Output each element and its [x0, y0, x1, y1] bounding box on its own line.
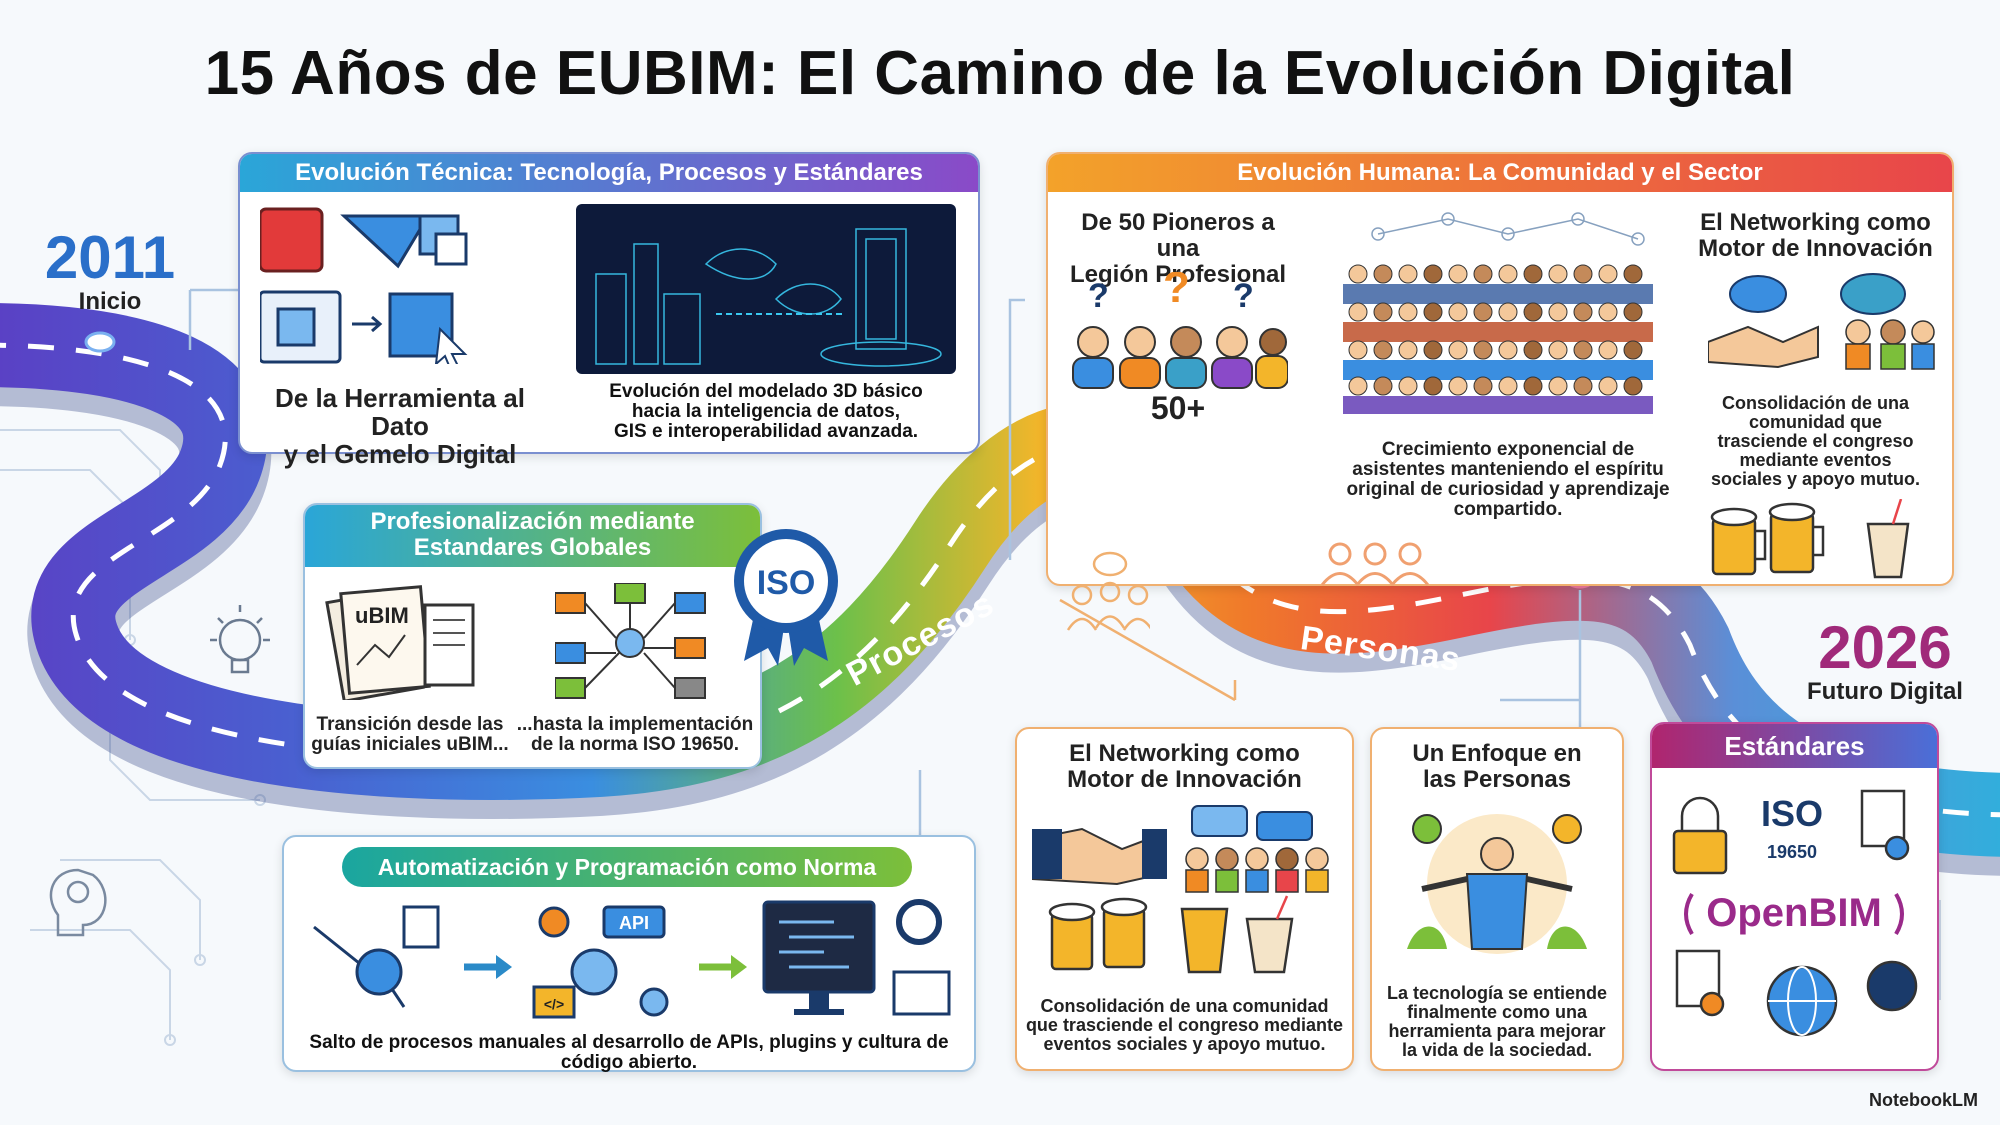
- handshake-chat-icon: [1708, 273, 1935, 370]
- ubim-documents-icon: uBIM: [325, 585, 475, 700]
- estandares-card: Estándares ISO 19650 OpenBIM: [1650, 722, 1939, 1071]
- page-title: 15 Años de EUBIM: El Camino de la Evoluc…: [204, 39, 1796, 108]
- notebooklm-watermark: NotebookLM: [1869, 1090, 1978, 1110]
- people-outline-icon: [1320, 542, 1430, 586]
- process-network-icon: [555, 583, 706, 699]
- svg-text:API: API: [619, 913, 649, 933]
- svg-text:</>: </>: [544, 996, 564, 1012]
- svg-text:?: ?: [1163, 272, 1190, 312]
- svg-text:?: ?: [1088, 277, 1109, 315]
- svg-text:?: ?: [1233, 277, 1254, 315]
- estandares-header: Estándares: [1652, 724, 1937, 768]
- person-wellbeing-icon: [1407, 814, 1587, 954]
- start-marker: [84, 331, 116, 353]
- road-center-line: [0, 342, 2000, 818]
- humana-header: Evolución Humana: La Comunidad y el Sect…: [1048, 154, 1952, 192]
- networking-illustration: [1032, 805, 1329, 974]
- lightbulb-icon: [210, 605, 270, 674]
- humana-card: Evolución Humana: La Comunidad y el Sect…: [1046, 152, 1954, 586]
- community-chat-icon: [1066, 551, 1150, 631]
- svg-text:uBIM: uBIM: [355, 603, 409, 628]
- tecnica-card: Evolución Técnica: Tecnología, Procesos …: [238, 152, 980, 468]
- tool-to-data-icons: [260, 207, 468, 364]
- svg-text:ISO: ISO: [757, 564, 816, 602]
- svg-text:19650: 19650: [1767, 842, 1817, 862]
- automatizacion-card: Automatización y Programación como Norma…: [282, 835, 976, 1073]
- tecnica-header: Evolución Técnica: Tecnología, Procesos …: [240, 154, 978, 192]
- start-year: 2011 Inicio: [44, 224, 176, 316]
- humana-pioneers-count: 50+: [1150, 390, 1206, 426]
- brain-circuit-icon: [49, 868, 107, 937]
- end-year: 2026 Futuro Digital: [1807, 614, 1963, 706]
- pioneers-group-icon: ? ? ?: [1072, 272, 1288, 389]
- social-drinks-icon: [1710, 499, 1910, 579]
- automatizacion-caption: Salto de procesos manuales al desarrollo…: [309, 1032, 949, 1073]
- digital-twin-image: [576, 204, 956, 374]
- crowd-illustration: [1343, 212, 1653, 414]
- svg-text:OpenBIM: OpenBIM: [1706, 891, 1882, 935]
- standards-illustration: ISO 19650 OpenBIM: [1672, 789, 1918, 1037]
- automation-flow-icons: API </>: [313, 899, 951, 1019]
- svg-text:ISO: ISO: [1761, 793, 1823, 834]
- automatizacion-header: Automatización y Programación como Norma: [342, 847, 912, 887]
- iso-badge-icon: ISO: [734, 529, 838, 666]
